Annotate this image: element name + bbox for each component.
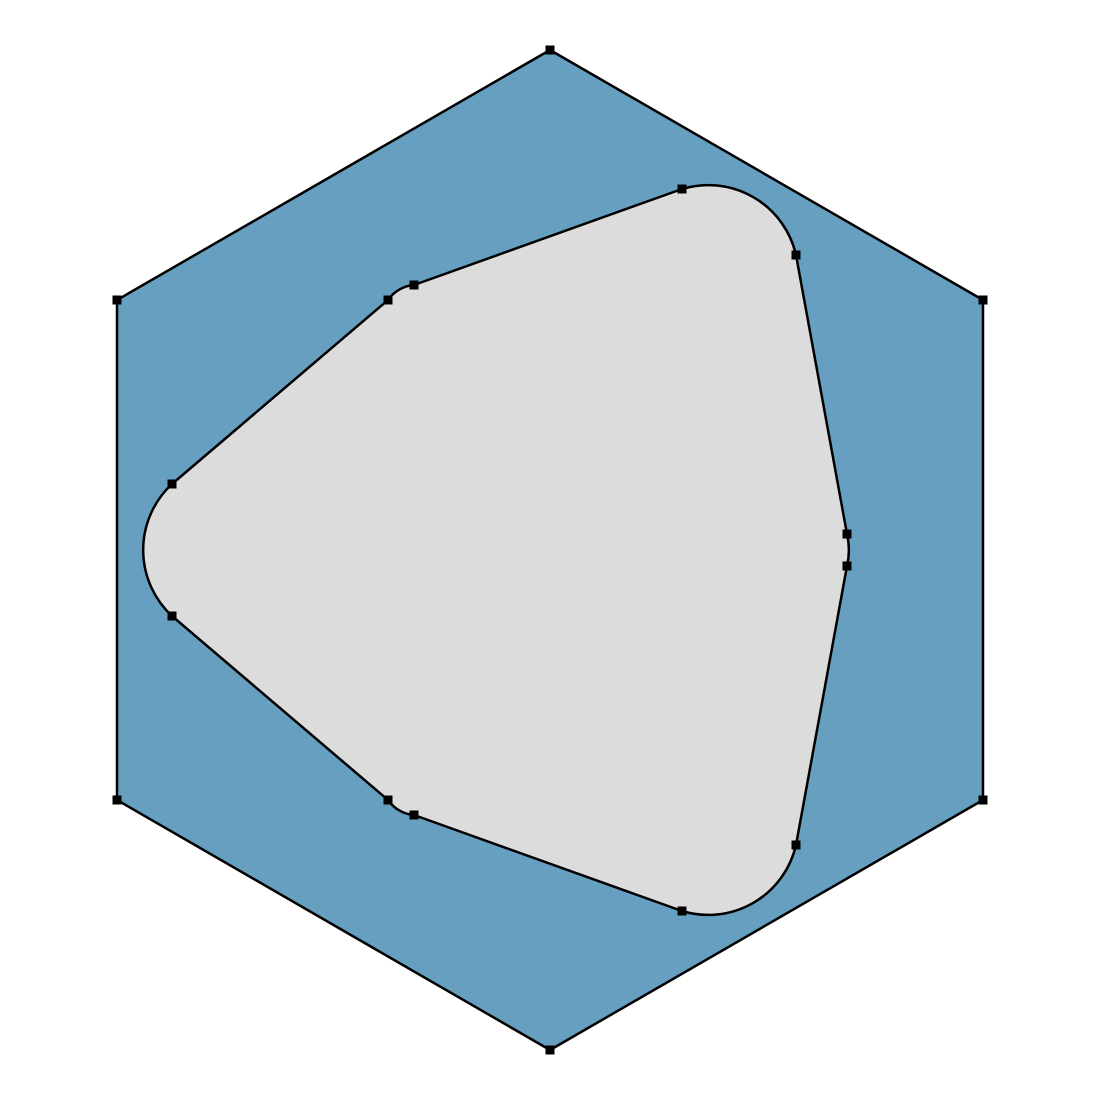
- vertex-marker: [545, 45, 555, 55]
- vertex-marker: [842, 561, 852, 571]
- vertex-marker: [112, 295, 122, 305]
- vertex-marker: [677, 184, 687, 194]
- vertex-marker: [383, 295, 393, 305]
- vertex-marker: [978, 295, 988, 305]
- vertex-marker: [545, 1045, 555, 1055]
- vertex-marker: [842, 529, 852, 539]
- vertex-marker: [677, 906, 687, 916]
- vertex-marker: [978, 795, 988, 805]
- vertex-marker: [791, 250, 801, 260]
- vertex-marker: [791, 840, 801, 850]
- vertex-markers: [112, 45, 988, 1055]
- vertex-marker: [167, 479, 177, 489]
- vertex-marker: [167, 611, 177, 621]
- vertex-marker: [112, 795, 122, 805]
- vertex-marker: [383, 795, 393, 805]
- inner-rounded-triangle: [142, 183, 851, 917]
- vertex-marker: [409, 280, 419, 290]
- vertex-marker: [409, 810, 419, 820]
